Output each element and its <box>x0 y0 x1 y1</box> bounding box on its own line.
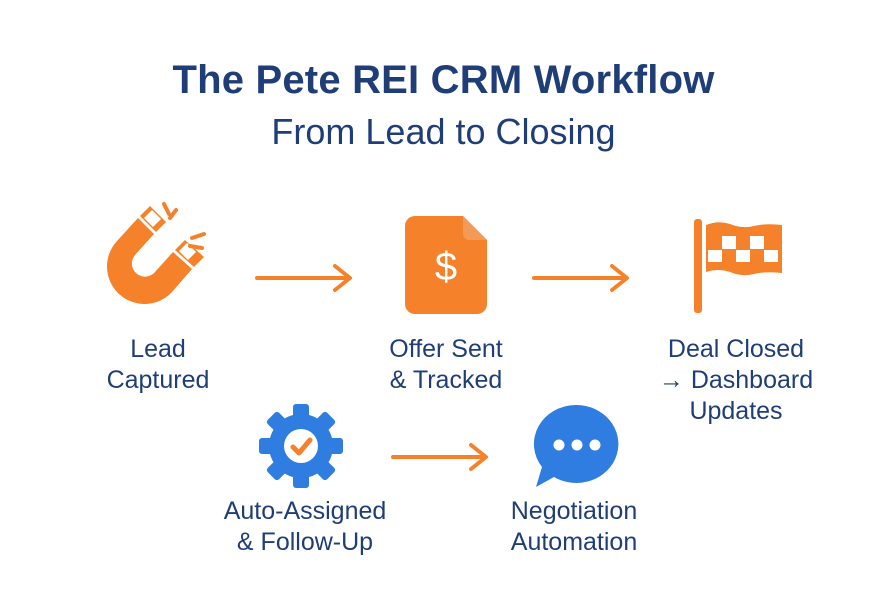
step-label-line: Auto-Assigned <box>223 497 387 525</box>
step-label-negotiation: Negotiation Automation <box>484 496 664 558</box>
step-label-line: Lead <box>130 335 186 363</box>
step-label-deal-closed: Deal Closed → Dashboard Updates <box>646 334 826 427</box>
step-label-line: Automation <box>510 528 638 556</box>
svg-text:$: $ <box>435 245 457 289</box>
checkered-flag-icon <box>694 219 782 313</box>
magnet-icon <box>106 202 206 305</box>
arrow-assigned-to-negotiation <box>391 443 488 471</box>
step-label-line: Negotiation <box>510 497 638 525</box>
step-label-line: & Follow-Up <box>236 528 374 556</box>
step-label-auto-assigned: Auto-Assigned & Follow-Up <box>200 496 410 558</box>
step-label-line: Offer Sent <box>389 335 503 363</box>
dollar-document-icon: $ <box>405 216 487 314</box>
step-label-line: Updates <box>689 397 783 425</box>
diagram-subtitle: From Lead to Closing <box>271 111 616 152</box>
arrow-offer-to-deal <box>532 264 629 292</box>
step-label-line: Deal Closed <box>667 335 805 363</box>
step-label-line: → Dashboard <box>658 366 814 394</box>
diagram-title: The Pete REI CRM Workflow <box>172 58 715 102</box>
step-label-line: & Tracked <box>389 366 503 394</box>
step-label-lead-captured: Lead Captured <box>78 334 238 396</box>
step-label-line: Captured <box>106 366 210 394</box>
arrow-lead-to-offer <box>255 264 352 292</box>
step-label-offer-sent: Offer Sent & Tracked <box>356 334 536 396</box>
chat-bubble-icon <box>533 404 619 487</box>
gear-check-icon <box>259 404 343 488</box>
